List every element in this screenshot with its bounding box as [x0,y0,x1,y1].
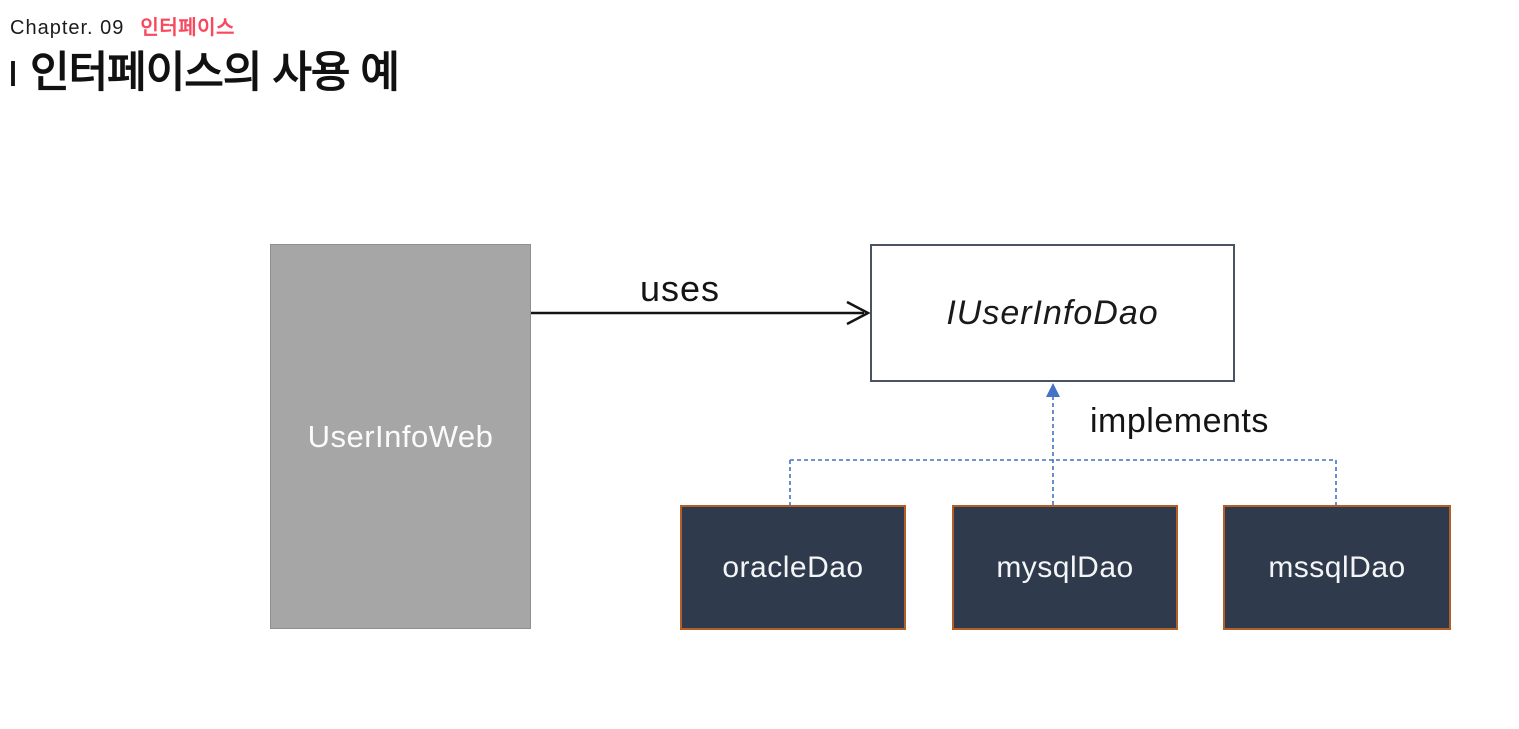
impl-node-mysqldao: mysqlDao [952,505,1178,630]
implements-edge-label: implements [1090,402,1269,440]
interface-node-iuserinfodao: IUserInfoDao [870,244,1235,382]
chapter-label: Chapter. 09 [10,17,125,39]
impl-node-oracledao: oracleDao [680,505,906,630]
interface-node-label: IUserInfoDao [946,293,1159,332]
client-node-userinfoweb: UserInfoWeb [270,244,531,629]
chapter-topic: 인터페이스 [140,17,235,39]
title-text: 인터페이스의 사용 예 [30,49,400,97]
implements-arrowhead [1046,383,1060,397]
impl-node-label: mssqlDao [1268,550,1406,584]
impl-node-label: oracleDao [722,550,864,584]
impl-node-label: mysqlDao [996,550,1134,584]
uses-edge-label: uses [639,268,721,309]
page-title: I 인터페이스의 사용 예 [8,49,400,97]
title-prefix-bar: I [9,52,17,94]
client-node-label: UserInfoWeb [307,418,494,454]
chapter-header: Chapter. 09 인터페이스 [10,11,235,40]
impl-node-mssqldao: mssqlDao [1223,505,1451,630]
